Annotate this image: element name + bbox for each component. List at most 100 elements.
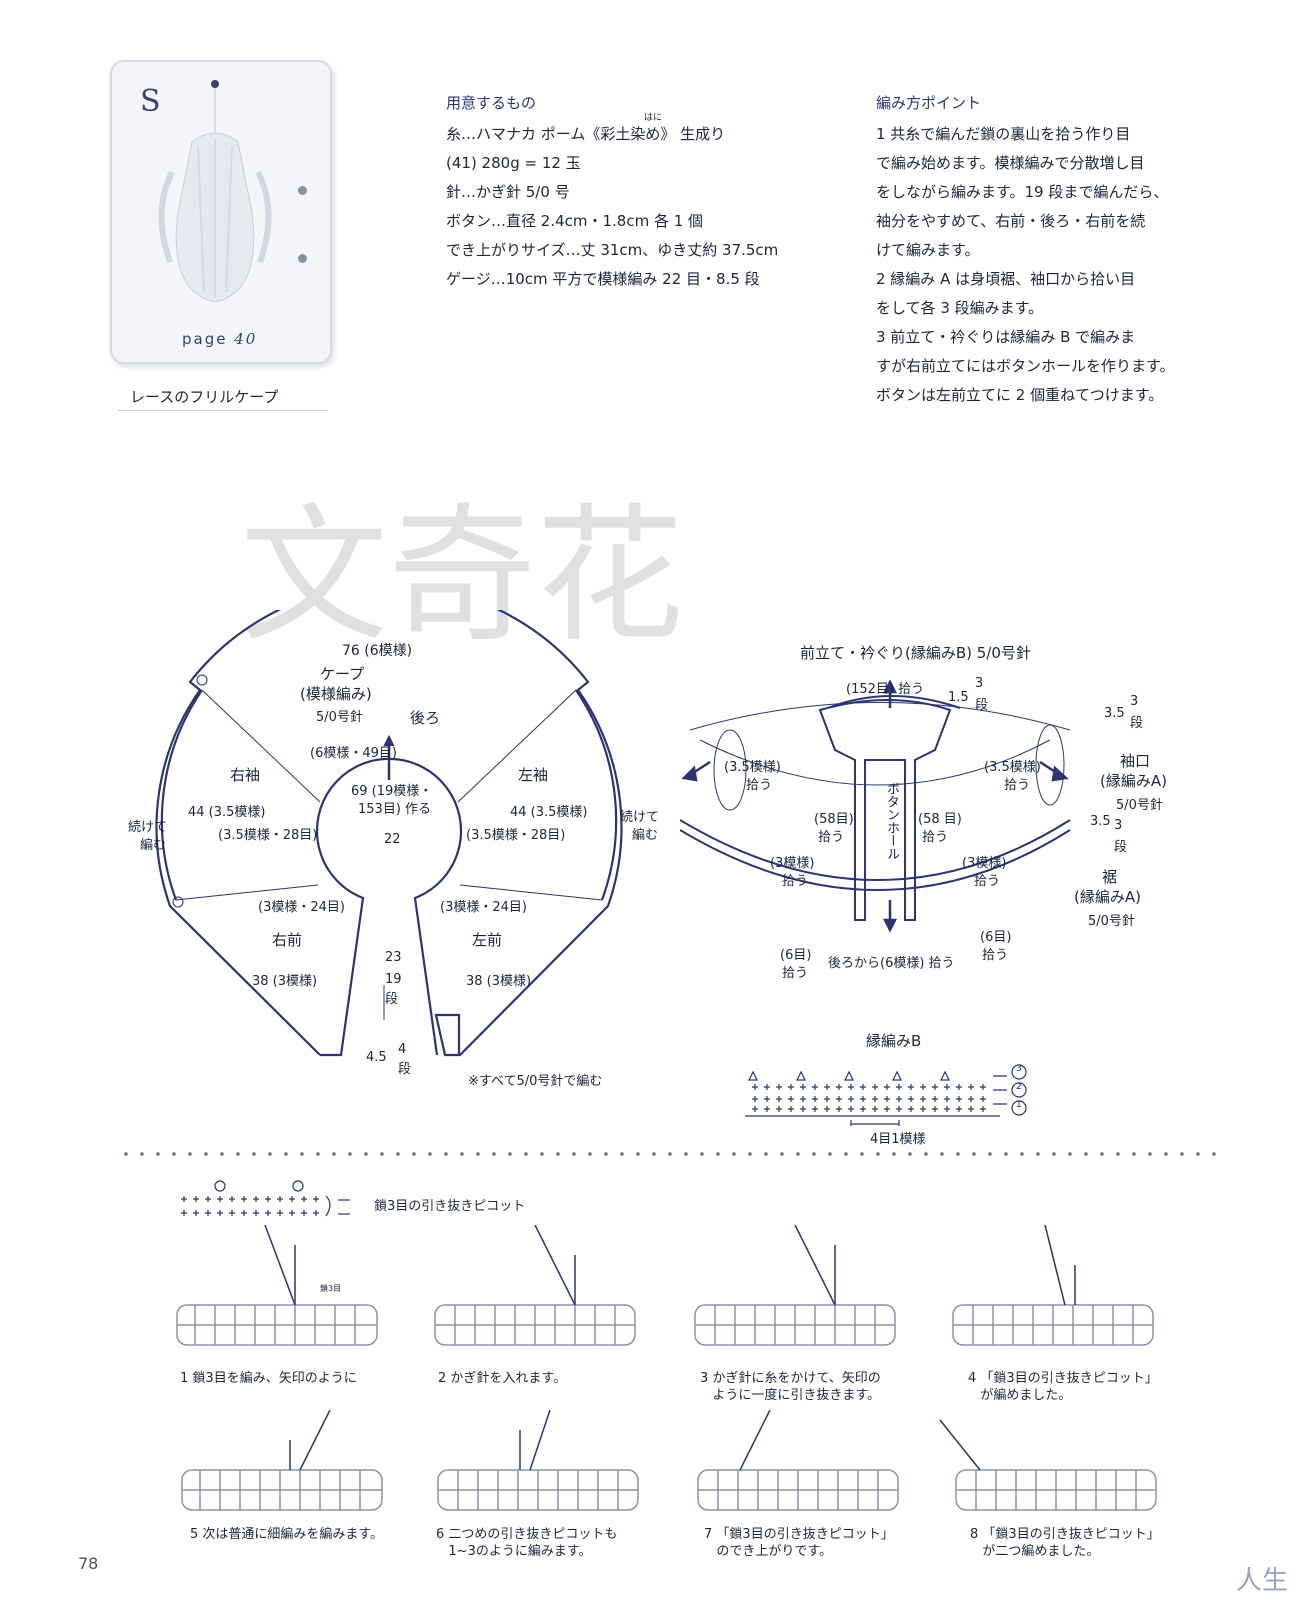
hem-rows-c: 段 <box>1114 840 1128 855</box>
step-6: 6 二つめの引き抜きピコットも 1~3のように編みます。 <box>436 1527 618 1559</box>
height-unit: 段 <box>385 992 399 1007</box>
caption-divider <box>118 410 328 411</box>
corner-pick-left: (6目) <box>780 948 812 963</box>
points-line: すが右前立てにはボタンホールを作ります。 <box>876 357 1175 375</box>
right-sleeve-label: 右袖 <box>230 766 261 784</box>
front-band-schematic <box>680 680 1071 933</box>
hem-pick-right: (3模様) <box>962 856 1007 871</box>
step-number: 4 <box>968 1371 977 1386</box>
step-7: 7 「鎖3目の引き抜きピコット」 のでき上がりです。 <box>704 1527 894 1559</box>
side-count-right-2: (3.5模様・28目) <box>466 828 566 843</box>
hem-label-2: (縁編みA) <box>1074 888 1141 906</box>
step-3: 3 かぎ針に糸をかけて、矢印の ように一度に引き抜きます。 <box>700 1371 881 1403</box>
pattern-thumbnail: S page 40 <box>110 60 332 364</box>
band-count-right-2: 拾う <box>922 830 949 845</box>
binder-hole <box>298 254 307 263</box>
step-4: 4 「鎖3目の引き抜きピコット」 が編めました。 <box>968 1371 1158 1403</box>
section-divider <box>118 1152 1218 1156</box>
row-number-2: 2 <box>1016 1082 1022 1092</box>
right-front-label: 右前 <box>272 931 303 949</box>
left-front-label: 左前 <box>472 931 503 949</box>
points-list: 1 共糸で編んだ鎖の裏山を拾う作り目 で編み始めます。模様編みで分散増し目 をし… <box>876 120 1175 410</box>
step-number: 1 <box>180 1371 189 1386</box>
step-text: かぎ針に糸をかけて、矢印の <box>712 1371 881 1386</box>
points-line: 3 前立て・衿ぐりは縁編み B で編みま <box>876 328 1136 346</box>
continue-right: 続けて <box>620 810 660 825</box>
pattern-caption: レースのフリルケープ <box>130 388 279 406</box>
needle-note: ※すべて5/0号針で編む <box>468 1074 603 1089</box>
height-rows: 19 <box>385 972 402 987</box>
side-count-left-2: (3.5模様・28目) <box>218 828 318 843</box>
points-line: 1 共糸で編んだ鎖の裏山を拾う作り目 <box>876 125 1131 143</box>
step-text: 二つめの引き抜きピコットも <box>448 1527 618 1542</box>
bottom-count-right: 38 (3模様) <box>466 974 532 989</box>
band-count-right: (58 目) <box>918 812 962 827</box>
front-count-right: (3模様・24目) <box>440 900 527 915</box>
cuff-rows-a: 3.5 <box>1104 706 1125 721</box>
cape-photo <box>158 80 272 303</box>
materials-line: 針…かぎ針 5/0 号 <box>446 183 570 201</box>
materials-line: 糸…ハマナカ ポーム《彩土染め》 生成り <box>446 125 726 143</box>
cape-schematic <box>155 610 623 1057</box>
points-heading: 編み方ポイント <box>876 94 982 112</box>
step-number: 2 <box>438 1371 447 1386</box>
page-reference: page 40 <box>182 330 258 348</box>
edging-b-chart <box>745 1064 1027 1126</box>
cape-top-count: 76 (6模様) <box>342 643 413 659</box>
step-number: 3 <box>700 1371 709 1386</box>
sleeve-pick-right: (3.5模様) <box>984 760 1041 775</box>
cape-back: 後ろ <box>410 709 441 727</box>
hem-pick-left-2: 拾う <box>782 874 809 889</box>
cuff-rows-b: 3 <box>1130 694 1139 709</box>
materials-line: でき上がりサイズ…丈 31cm、ゆき丈約 37.5cm <box>446 241 779 259</box>
neck-width: 22 <box>384 832 401 847</box>
band-count-left-2: 拾う <box>818 830 845 845</box>
side-count-left: 44 (3.5模様) <box>188 805 266 820</box>
cape-needle: 5/0号針 <box>316 710 363 725</box>
picot-steps-row-1 <box>176 1225 1154 1346</box>
front-top-count: (152目) 拾う <box>846 682 925 697</box>
points-line: をして各 3 段編みます。 <box>876 299 1044 317</box>
materials-line: ボタン…直径 2.4cm・1.8cm 各 1 個 <box>446 212 704 230</box>
step-number: 5 <box>190 1527 199 1542</box>
edge-unit: 段 <box>398 1062 412 1077</box>
picot-steps-row-2 <box>181 1410 1157 1511</box>
step-text: 「鎖3目の引き抜きピコット」 <box>716 1527 894 1542</box>
band-count-left: (58目) <box>814 812 854 827</box>
chain-count-2: 153目) 作る <box>358 802 432 817</box>
hem-pick-left: (3模様) <box>770 856 815 871</box>
step-text: かぎ針を入れます。 <box>450 1371 567 1386</box>
points-line: をしながら編みます。19 段まで編んだら、 <box>876 183 1169 201</box>
step-8: 8 「鎖3目の引き抜きピコット」 が二つ編めました。 <box>970 1527 1160 1559</box>
page-number: 78 <box>78 1554 99 1573</box>
corner-watermark: 人生 <box>1236 1566 1289 1596</box>
front-top-rows-a: 1.5 <box>948 690 969 705</box>
cape-title-2: (模様編み) <box>300 685 372 703</box>
sleeve-pick-right-2: 拾う <box>1004 778 1031 793</box>
cuff-label: 袖口 <box>1120 752 1151 770</box>
hem-rows-a: 3.5 <box>1090 814 1111 829</box>
step-text: 次は普通に細編みを編みます。 <box>202 1527 384 1542</box>
watermark: 文奇花 <box>240 490 684 662</box>
cape-neck-top: (6模様・49目) <box>310 746 397 761</box>
front-band-title: 前立て・衿ぐり(縁編みB) 5/0号針 <box>800 644 1031 662</box>
step-5: 5 次は普通に細編みを編みます。 <box>190 1526 383 1543</box>
materials-list: 糸…ハマナカ ポーム《彩土染め》 生成り (41) 280g = 12 玉 針…… <box>446 120 778 294</box>
step-text: 「鎖3目の引き抜きピコット」 <box>982 1527 1160 1542</box>
edge-rows: 4 <box>398 1042 407 1057</box>
step-1: 1 鎖3目を編み、矢印のように <box>180 1370 357 1387</box>
materials-heading: 用意するもの <box>446 94 537 112</box>
edging-b-title: 縁編みB <box>866 1032 922 1050</box>
hem-label: 裾 <box>1102 868 1118 886</box>
chain-count-1: 69 (19模様・ <box>351 784 433 799</box>
continue-left: 続けて <box>128 820 168 835</box>
corner-pick-right-2: 拾う <box>982 948 1009 963</box>
sleeve-pick-left: (3.5模様) <box>724 760 781 775</box>
front-top-rows-b: 3 <box>975 676 984 691</box>
row-number-1: 1 <box>1016 1100 1022 1110</box>
materials-line: ゲージ…10cm 平方で模様編み 22 目・8.5 段 <box>446 270 760 288</box>
materials-line: (41) 280g = 12 玉 <box>446 154 581 172</box>
step-number: 7 <box>704 1527 713 1542</box>
points-line: けて編みます。 <box>876 241 980 259</box>
cuff-label-2: (縁編みA) <box>1100 772 1167 790</box>
